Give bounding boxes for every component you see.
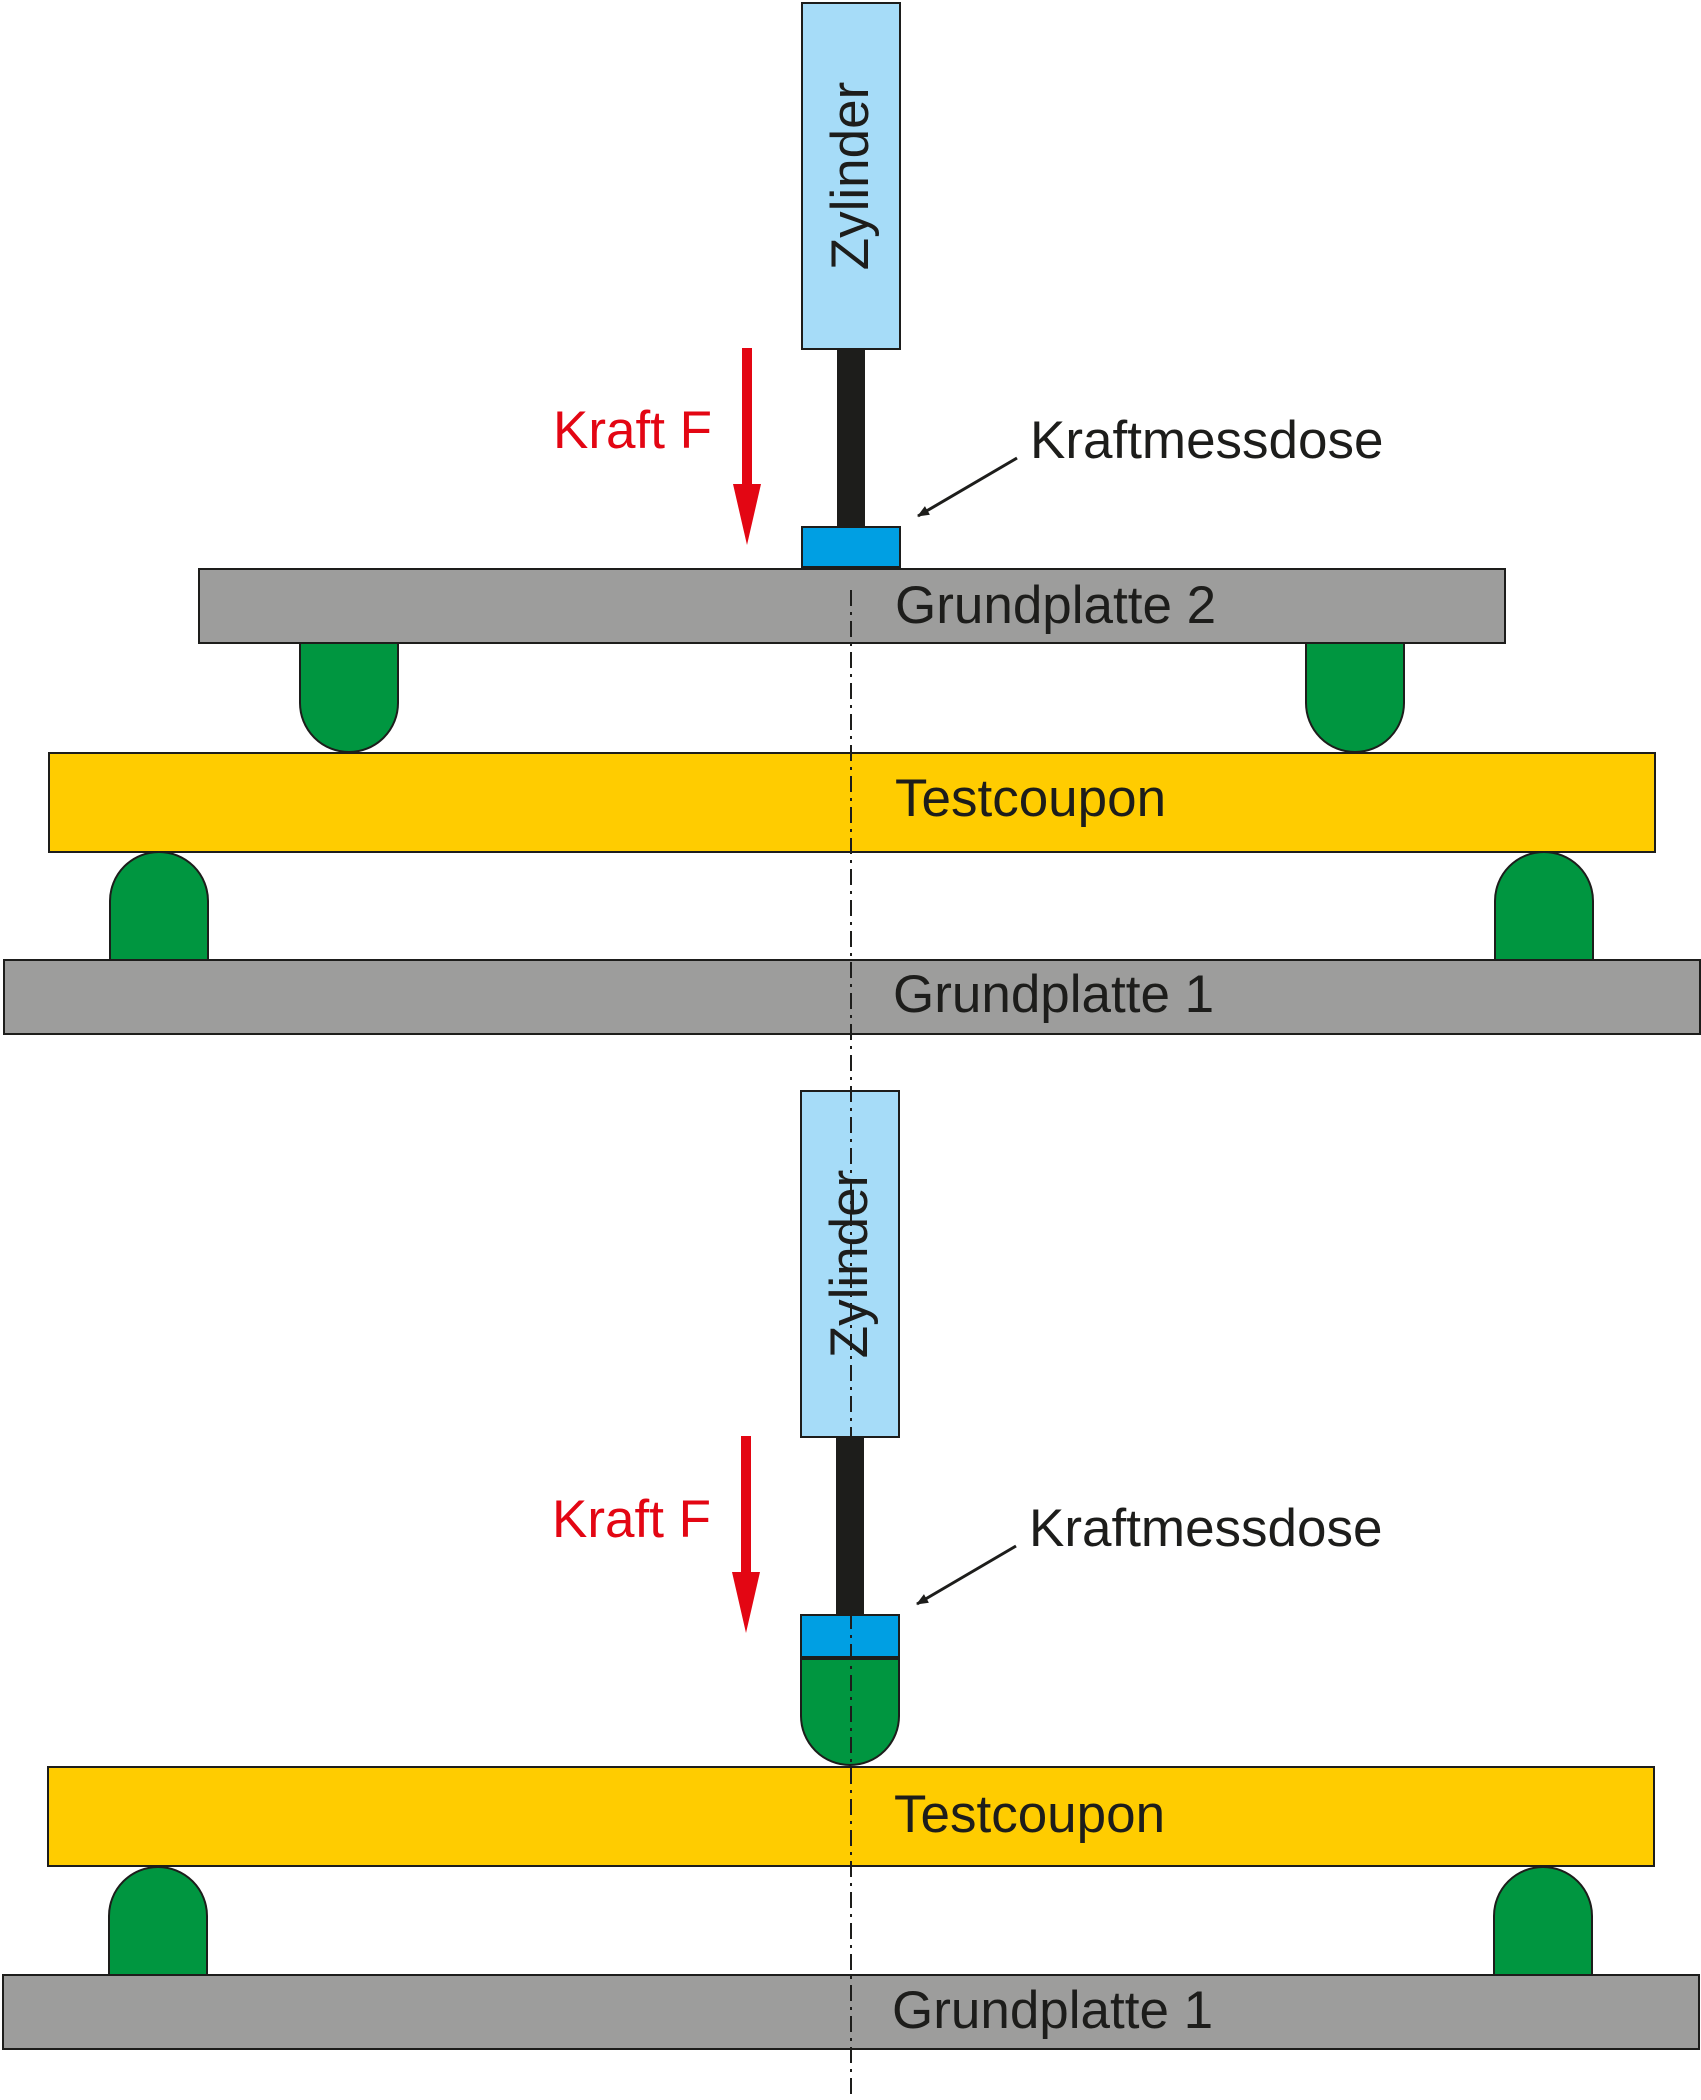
bottom-setup: Zylinder Kraft F Kraftmessdose Testcoupo… <box>2 1090 1700 2050</box>
bottom-plate-1-label: Grundplatte 1 <box>892 1981 1213 2040</box>
bottom-lower-support-left <box>108 1866 208 1976</box>
top-force-arrow <box>733 348 761 545</box>
top-plate-1-label: Grundplatte 1 <box>893 965 1214 1024</box>
bottom-cylinder-label: Zylinder <box>820 1170 879 1359</box>
top-plate-2-label: Grundplatte 2 <box>895 576 1216 635</box>
top-cylinder-label: Zylinder <box>821 82 880 271</box>
bottom-load-cell-label: Kraftmessdose <box>1029 1499 1382 1558</box>
top-cylinder <box>801 2 901 350</box>
top-lower-support-left <box>109 851 209 961</box>
top-piston-rod <box>837 349 865 527</box>
top-load-cell-label: Kraftmessdose <box>1030 411 1383 470</box>
top-force-label: Kraft F <box>553 401 712 460</box>
top-test-coupon-label: Testcoupon <box>895 769 1166 828</box>
top-load-cell <box>801 526 901 568</box>
bottom-lower-support-right <box>1493 1866 1593 1976</box>
top-upper-support-left <box>299 642 399 753</box>
top-load-cell-pointer <box>917 456 1018 518</box>
bottom-force-arrow <box>732 1436 760 1633</box>
bottom-test-coupon-label: Testcoupon <box>894 1785 1165 1844</box>
top-upper-support-right <box>1305 642 1405 753</box>
top-lower-support-right <box>1494 851 1594 961</box>
bottom-force-label: Kraft F <box>552 1490 711 1549</box>
bottom-load-cell-pointer <box>916 1544 1017 1606</box>
